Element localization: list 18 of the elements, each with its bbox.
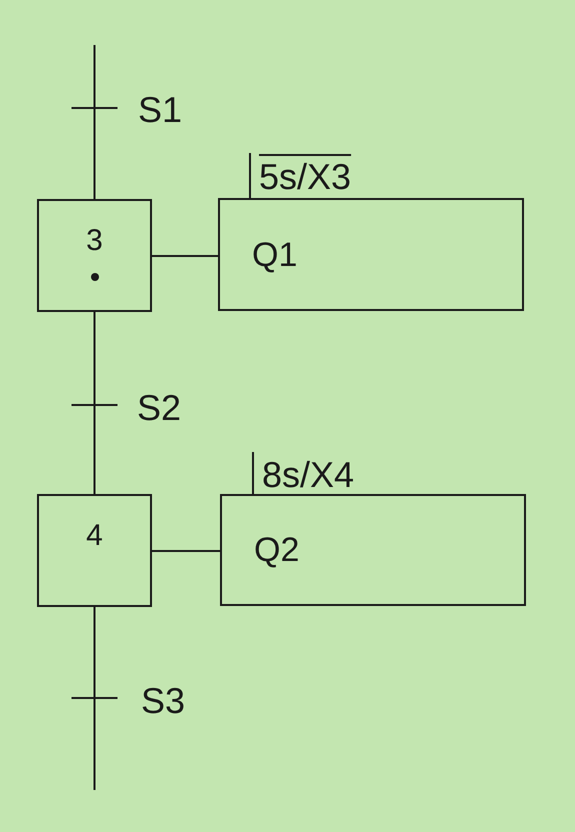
transition-label: S3: [141, 683, 186, 719]
link-line: [152, 550, 220, 552]
action-label: Q2: [254, 533, 300, 567]
action-label: Q1: [252, 238, 298, 272]
transition-label: S2: [137, 390, 182, 426]
step-box: [37, 199, 152, 312]
link-line: [94, 45, 96, 199]
link-line: [94, 312, 96, 494]
link-line: [94, 607, 96, 790]
step-number: 4: [86, 521, 103, 551]
step-number: 3: [86, 226, 103, 256]
transition-label: S1: [138, 92, 182, 128]
action-box: [218, 198, 524, 311]
condition-label: 5s/X3: [259, 156, 352, 195]
condition-label: 8s/X4: [262, 454, 354, 493]
action-box: [220, 494, 526, 606]
link-line: [152, 255, 218, 257]
step-box: [37, 494, 152, 607]
